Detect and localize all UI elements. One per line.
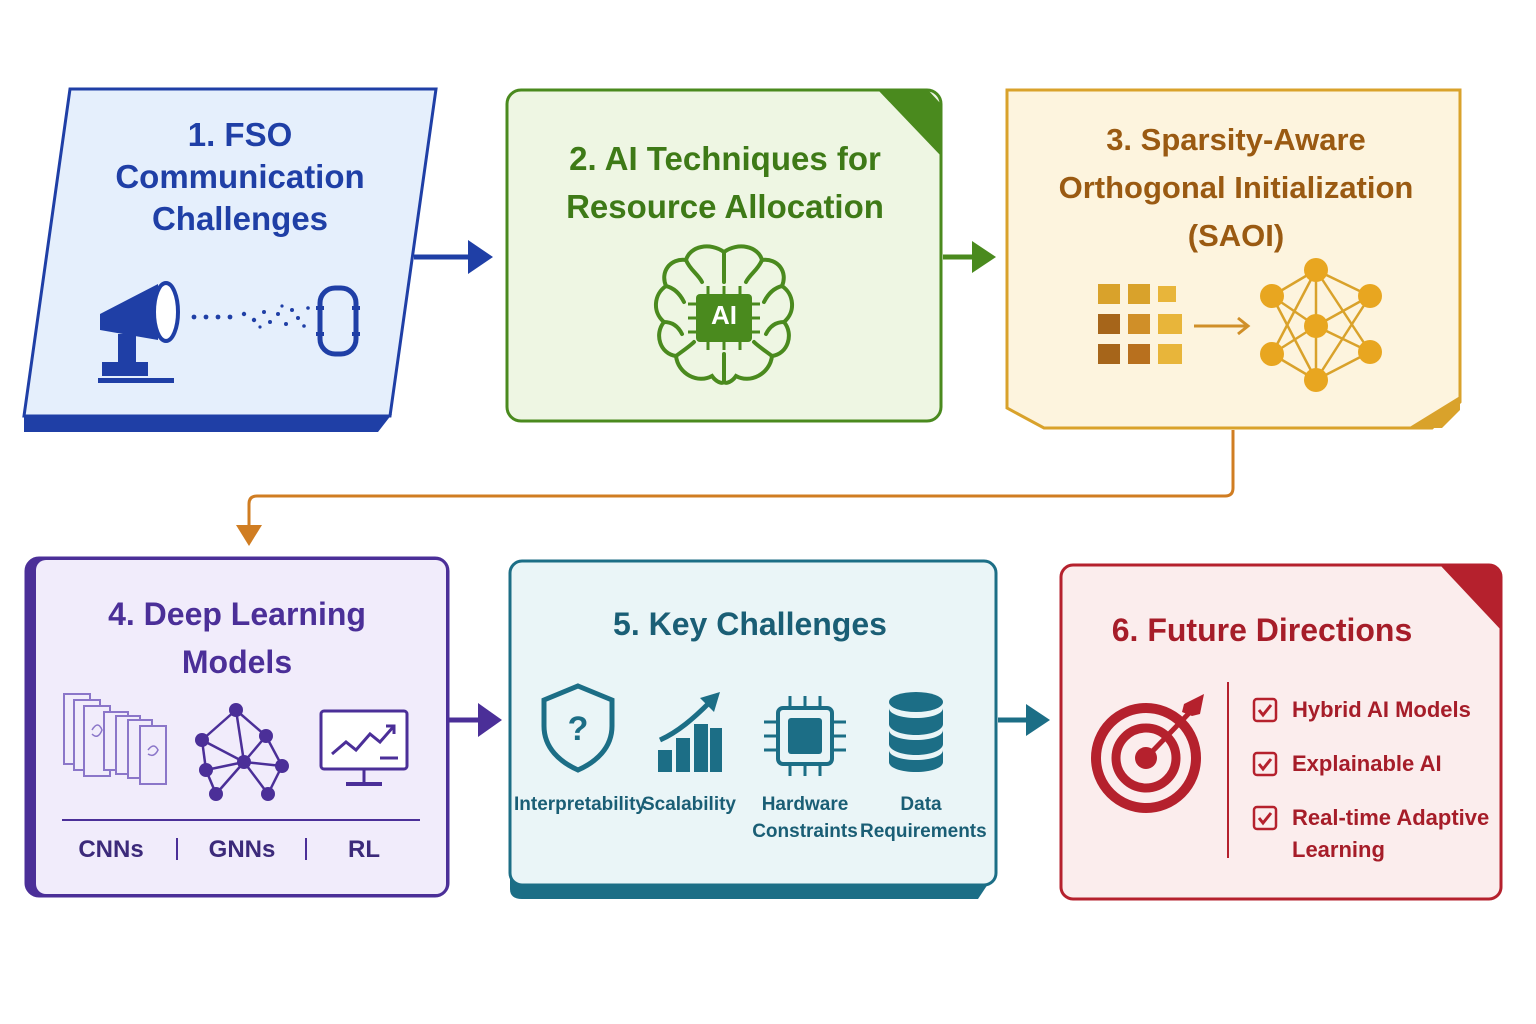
step-1-title: 1. FSO Communication Challenges bbox=[80, 114, 400, 241]
step-4-box bbox=[24, 556, 450, 898]
database-icon bbox=[889, 692, 943, 772]
arrow-3-to-4 bbox=[236, 430, 1235, 546]
ai-brain-icon bbox=[654, 244, 794, 385]
future-item-line: Hybrid AI Models bbox=[1292, 697, 1471, 722]
arrow-4-to-5 bbox=[449, 703, 502, 737]
step-4-title-line: 4. Deep Learning bbox=[108, 596, 366, 632]
model-label-gnns: GNNs bbox=[208, 836, 276, 863]
monitor-chart-icon bbox=[319, 709, 409, 786]
arrow-2-to-3 bbox=[943, 241, 996, 273]
growth-bars-icon bbox=[658, 692, 722, 772]
model-label-cnns: CNNs bbox=[78, 836, 144, 863]
step-3-title-line: 3. Sparsity-Aware bbox=[1106, 122, 1366, 157]
challenge-label-line: Requirements bbox=[860, 820, 987, 842]
matrix-grid-icon bbox=[1098, 284, 1182, 364]
shield-question-icon: ? bbox=[541, 683, 615, 773]
chip-icon bbox=[764, 696, 846, 776]
challenge-label: Data Requirements bbox=[860, 792, 987, 845]
checkbox-icon bbox=[1252, 751, 1278, 777]
step-1-title-line: Challenges bbox=[151, 200, 329, 238]
neural-network-icon bbox=[1260, 258, 1382, 392]
svg-text:?: ? bbox=[568, 710, 589, 748]
challenge-label-line: Hardware bbox=[761, 794, 849, 815]
laser-beam-dots bbox=[191, 304, 310, 329]
checkbox-icon bbox=[1252, 805, 1278, 831]
step-1-title-line: Communication bbox=[115, 158, 365, 196]
future-item-label: Explainable AI bbox=[1292, 748, 1498, 780]
arrow-1-to-2 bbox=[414, 240, 493, 274]
transmitter-icon bbox=[98, 281, 180, 383]
model-label-rl: RL bbox=[348, 836, 380, 863]
step-3-title-line: Orthogonal Initialization bbox=[1058, 170, 1414, 206]
challenge-label: Hardware Constraints bbox=[752, 792, 858, 845]
future-item-label: Real-time Adaptive Learning bbox=[1292, 802, 1498, 866]
step-4-title-line: Models bbox=[181, 644, 293, 680]
step-3-title-line: (SAOI) bbox=[1187, 218, 1285, 254]
cnn-layers-icon bbox=[63, 693, 167, 785]
future-item-line: Learning bbox=[1292, 836, 1385, 862]
step-3-box bbox=[1005, 88, 1462, 430]
future-item-label: Hybrid AI Models bbox=[1292, 694, 1498, 726]
step-2-title-line: Resource Allocation bbox=[566, 187, 884, 225]
future-item-line: Explainable AI bbox=[1292, 751, 1442, 776]
arrow-5-to-6 bbox=[998, 704, 1050, 736]
target-icon bbox=[1091, 694, 1204, 813]
step-1-title-line: 1. FSO bbox=[187, 116, 293, 153]
receiver-icon bbox=[316, 285, 360, 357]
step-2-title: 2. AI Techniques for Resource Allocation bbox=[540, 135, 910, 231]
challenge-label-line: Scalability bbox=[642, 794, 736, 815]
checkbox-icon bbox=[1252, 697, 1278, 723]
challenge-label-line: Interpretability bbox=[514, 794, 646, 815]
challenge-label-line: Constraints bbox=[752, 820, 858, 842]
challenge-label: Scalability bbox=[640, 792, 738, 819]
future-item-line: Real-time Adaptive bbox=[1292, 805, 1490, 830]
ai-chip-label: AI bbox=[711, 300, 737, 330]
challenge-label-line: Data bbox=[900, 794, 942, 815]
arrow-right-icon bbox=[1194, 316, 1251, 336]
step-6-box bbox=[1059, 563, 1503, 901]
step-4-title: 4. Deep Learning Models bbox=[72, 590, 402, 686]
step-2-title-line: 2. AI Techniques for bbox=[569, 140, 881, 177]
step-3-title: 3. Sparsity-Aware Orthogonal Initializat… bbox=[1050, 116, 1422, 260]
graph-network-icon bbox=[195, 703, 289, 801]
step-6-title: 6. Future Directions bbox=[1111, 612, 1413, 648]
step-5-box bbox=[508, 559, 998, 899]
models-divider bbox=[62, 819, 420, 860]
challenge-label: Interpretability bbox=[514, 792, 646, 819]
step-5-title: 5. Key Challenges bbox=[613, 606, 887, 642]
